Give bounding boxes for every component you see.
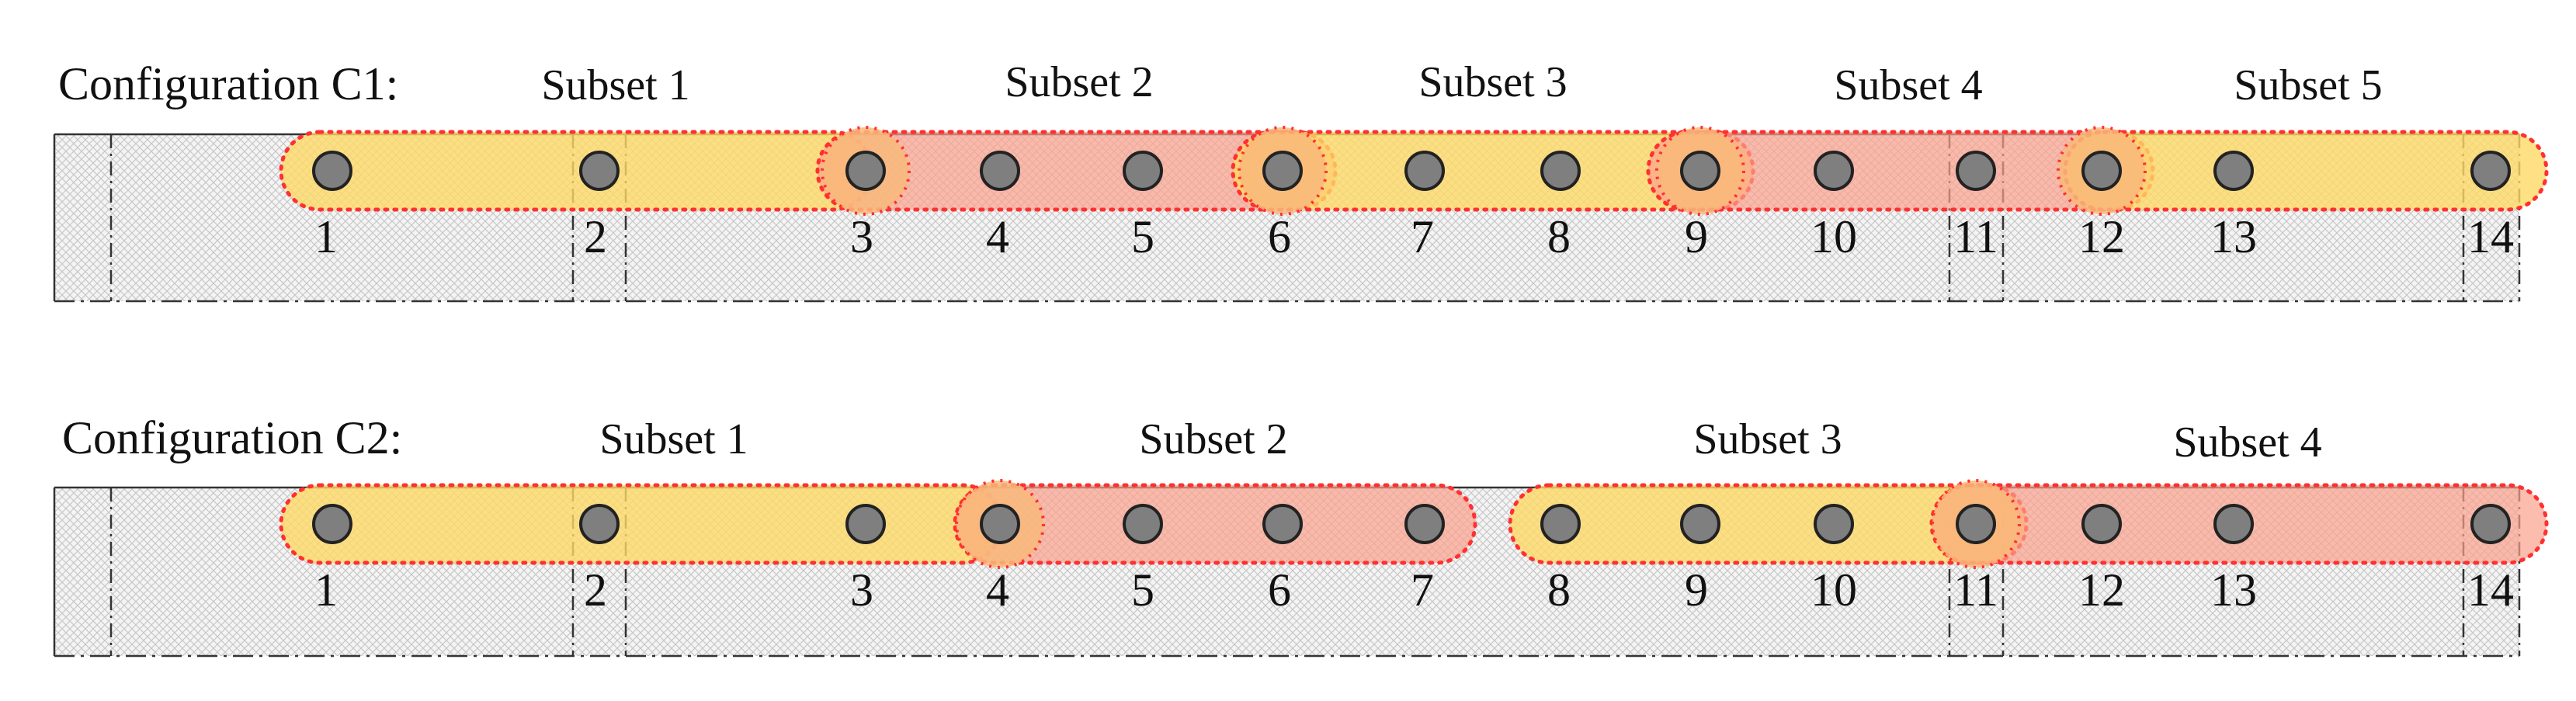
- node: [1404, 151, 1445, 191]
- node-number: 14: [2467, 211, 2514, 262]
- subset-band: [815, 130, 1338, 212]
- node-number: 3: [850, 564, 873, 616]
- subset-bands: [279, 483, 2549, 565]
- subset-band: [279, 483, 1004, 565]
- subset-bands: [279, 130, 2549, 212]
- node-number: 11: [1953, 211, 1998, 262]
- node: [2081, 504, 2122, 544]
- node-number: 3: [850, 211, 873, 262]
- node-number: 13: [2210, 211, 2257, 262]
- node-number: 12: [2078, 564, 2125, 616]
- node-number: 12: [2078, 211, 2125, 262]
- node-number: 10: [1810, 211, 1857, 262]
- subset-label: Subset 4: [1834, 61, 1982, 109]
- node: [1956, 504, 1996, 544]
- subset-band: [1508, 483, 2029, 565]
- node: [1680, 504, 1720, 544]
- subset-band: [279, 130, 874, 212]
- node-number: 9: [1685, 211, 1708, 262]
- node: [579, 151, 620, 191]
- subset-label: Subset 1: [541, 61, 689, 109]
- node-number: 6: [1268, 211, 1291, 262]
- node-numbers: 1 2 3 4 5 6 7 8 9 10 11 12 13 14: [314, 564, 2514, 616]
- node: [2081, 151, 2122, 191]
- node-number: 5: [1131, 564, 1154, 616]
- node: [845, 504, 886, 544]
- node: [1814, 151, 1854, 191]
- subset-label: Subset 5: [2234, 61, 2382, 109]
- configuration-c1: Configuration C1: Subset 1 Subset 2 Subs…: [53, 58, 2549, 303]
- nodes: [312, 504, 2511, 544]
- configuration-c2: Configuration C2: Subset 1 Subset 2 Subs…: [53, 412, 2549, 658]
- subset-label: Subset 2: [1005, 58, 1153, 106]
- node-number: 7: [1411, 211, 1434, 262]
- node: [312, 151, 352, 191]
- node-number: 4: [986, 211, 1009, 262]
- nodes: [312, 151, 2511, 191]
- node: [2470, 151, 2511, 191]
- configuration-label: Configuration C1:: [58, 58, 398, 109]
- configuration-label: Configuration C2:: [62, 412, 402, 463]
- subset-label: Subset 4: [2173, 418, 2321, 467]
- node: [1540, 151, 1581, 191]
- node: [1814, 504, 1854, 544]
- node: [1262, 504, 1303, 544]
- node-number: 10: [1810, 564, 1857, 616]
- node-number: 8: [1547, 564, 1571, 616]
- node-number: 11: [1953, 564, 1998, 616]
- node: [1404, 504, 1445, 544]
- subset-labels: Subset 1 Subset 2 Subset 3 Subset 4: [599, 415, 2321, 467]
- subset-labels: Subset 1 Subset 2 Subset 3 Subset 4 Subs…: [541, 58, 2382, 109]
- node-number: 2: [584, 564, 607, 616]
- node: [980, 151, 1020, 191]
- node-number: 4: [986, 564, 1009, 616]
- node: [312, 504, 352, 544]
- node: [1680, 151, 1720, 191]
- node: [2213, 151, 2254, 191]
- node-number: 13: [2210, 564, 2257, 616]
- node-number: 9: [1685, 564, 1708, 616]
- node-number: 1: [314, 211, 338, 262]
- node: [579, 504, 620, 544]
- node-number: 14: [2467, 564, 2514, 616]
- node: [1956, 151, 1996, 191]
- node: [980, 504, 1020, 544]
- node-number: 5: [1131, 211, 1154, 262]
- node: [1123, 151, 1163, 191]
- node-numbers: 1 2 3 4 5 6 7 8 9 10 11 12 13 14: [314, 211, 2514, 262]
- subset-band: [953, 483, 1477, 565]
- node: [1262, 151, 1303, 191]
- node-number: 2: [584, 211, 607, 262]
- subset-label: Subset 3: [1693, 415, 1842, 463]
- node: [2470, 504, 2511, 544]
- subset-label: Subset 3: [1418, 58, 1567, 106]
- node: [1540, 504, 1581, 544]
- node: [1123, 504, 1163, 544]
- node-number: 1: [314, 564, 338, 616]
- subset-label: Subset 1: [599, 415, 748, 463]
- node: [845, 151, 886, 191]
- node-number: 6: [1268, 564, 1291, 616]
- node-number: 7: [1411, 564, 1434, 616]
- node: [2213, 504, 2254, 544]
- subset-label: Subset 2: [1139, 415, 1287, 463]
- node-number: 8: [1547, 211, 1571, 262]
